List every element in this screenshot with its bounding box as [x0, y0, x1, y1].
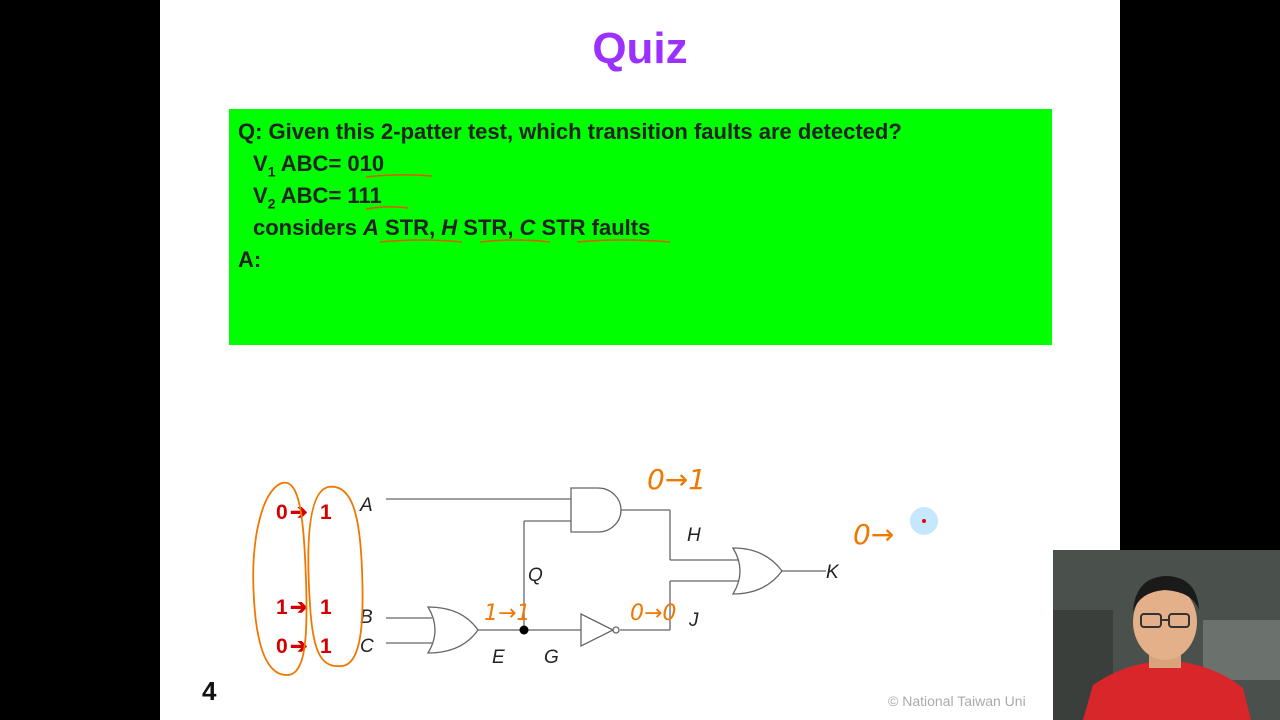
- circuit-wires: [386, 498, 826, 644]
- label-A: A: [359, 495, 373, 516]
- webcam-inset: [1053, 550, 1280, 720]
- input-B-v2: 1: [320, 596, 332, 619]
- not-gate-bubble: [612, 626, 620, 634]
- or-gate-bc: [426, 606, 479, 654]
- input-C-v2: 1: [320, 635, 332, 658]
- handwritten-ovals: [252, 481, 364, 676]
- question-text: Q: Given this 2-patter test, which trans…: [238, 119, 902, 144]
- label-Q: Q: [528, 565, 543, 586]
- page-number: 4: [202, 676, 217, 706]
- input-A-v2: 1: [320, 501, 332, 524]
- answer-label: A:: [238, 247, 262, 272]
- presenter-face: [1133, 584, 1197, 660]
- handwritten-underlines: [365, 173, 671, 243]
- pattern-v1: V1 ABC= 010: [253, 151, 385, 180]
- label-H: H: [687, 525, 701, 546]
- annotation-E: 1→1: [484, 601, 530, 626]
- question-box: Q: Given this 2-patter test, which trans…: [229, 109, 1052, 345]
- slide-title: Quiz: [592, 24, 688, 73]
- label-J: J: [688, 610, 699, 631]
- slide: Quiz Q: Given this 2-patter test, which …: [160, 0, 1120, 720]
- input-C-v1: 0: [276, 635, 288, 658]
- pattern-v1-value: 010: [347, 151, 385, 176]
- label-E: E: [492, 647, 505, 668]
- input-A-v1: 0: [276, 501, 288, 524]
- label-G: G: [544, 647, 559, 668]
- copyright-footer: © National Taiwan Uni: [888, 693, 1026, 709]
- annotation-H: 0→1: [647, 463, 706, 496]
- junction-dot: [519, 625, 529, 635]
- input-B-v1: 1: [276, 596, 288, 619]
- label-C: C: [360, 636, 374, 657]
- pattern-v2: V2 ABC= 111: [253, 183, 382, 212]
- and-gate: [570, 487, 622, 533]
- input-A-arrow: ➔: [290, 501, 308, 524]
- label-K: K: [826, 562, 840, 583]
- faults-considered: considers A STR, H STR, C STR faults: [253, 215, 651, 240]
- pointer-dot: [922, 519, 926, 523]
- not-gate: [580, 612, 615, 648]
- annotation-K: 0→: [853, 518, 894, 551]
- pattern-v2-value: 111: [347, 183, 382, 208]
- annotation-J: 0→0: [630, 601, 676, 626]
- label-B: B: [360, 607, 373, 628]
- input-B-arrow: ➔: [290, 596, 308, 619]
- presenter-shirt: [1083, 662, 1251, 720]
- or-gate-output: [731, 547, 783, 595]
